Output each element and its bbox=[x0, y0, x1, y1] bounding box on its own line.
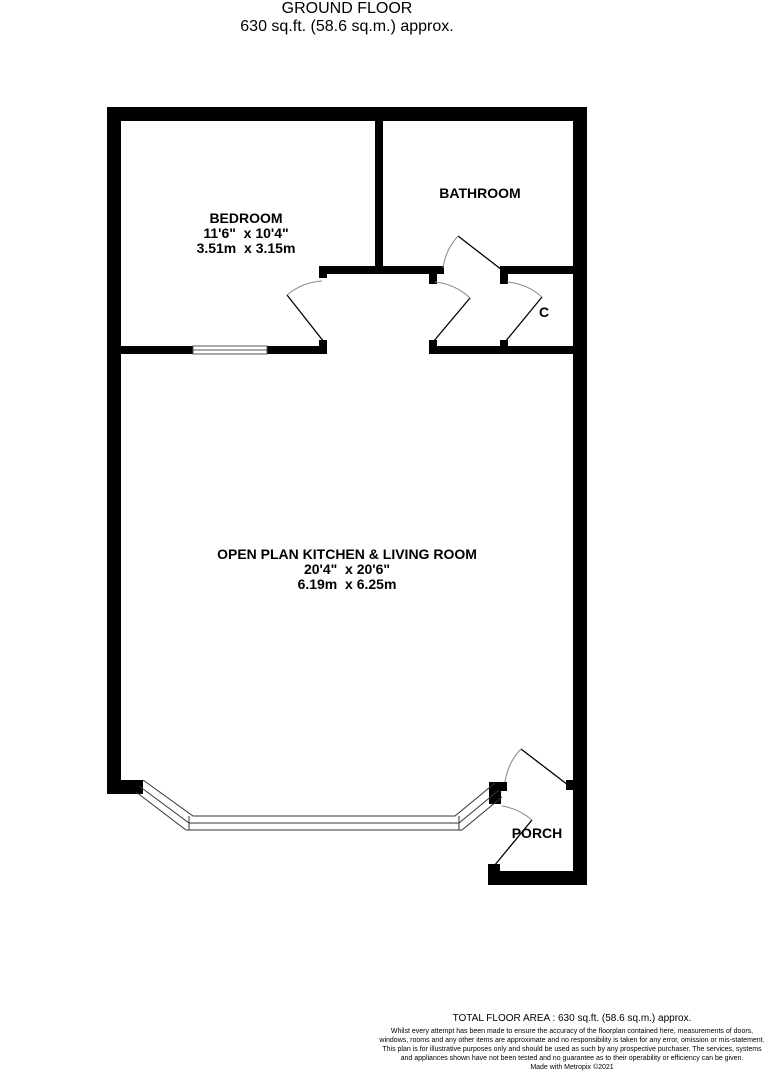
wall-bedroom-bottom-right bbox=[267, 346, 327, 354]
bedroom-door bbox=[286, 280, 325, 343]
room-name: BEDROOM bbox=[209, 210, 283, 226]
room-label-porch: PORCH bbox=[505, 826, 569, 841]
door-jamb bbox=[495, 782, 507, 791]
door-jamb bbox=[319, 266, 327, 278]
wall-bottom-left-stub bbox=[107, 780, 143, 794]
room-label-kitchen-living: OPEN PLAN KITCHEN & LIVING ROOM 20'4" x … bbox=[187, 547, 507, 592]
footer: TOTAL FLOOR AREA : 630 sq.ft. (58.6 sq.m… bbox=[372, 1012, 771, 1072]
door-jamb bbox=[500, 266, 508, 284]
wall-bathroom-bottom bbox=[319, 266, 444, 274]
bedroom-window bbox=[192, 345, 268, 355]
floor-name: GROUND FLOOR bbox=[281, 0, 413, 17]
wall-right bbox=[573, 107, 587, 885]
door-jamb bbox=[429, 274, 437, 284]
outer-walls bbox=[107, 107, 587, 885]
room-name: OPEN PLAN KITCHEN & LIVING ROOM bbox=[217, 546, 477, 562]
doors bbox=[286, 235, 569, 867]
wall-bedroom-bathroom-divider bbox=[375, 107, 383, 270]
room-name: BATHROOM bbox=[439, 185, 521, 201]
porch-inner-door bbox=[504, 748, 569, 786]
interior-walls bbox=[121, 107, 580, 804]
wall-left bbox=[107, 107, 121, 794]
bathroom-door bbox=[442, 235, 503, 271]
room-dimensions-imperial: 20'4" x 20'6" bbox=[303, 561, 391, 577]
cupboard-door bbox=[504, 281, 543, 343]
living-room-door bbox=[432, 281, 471, 343]
bay-window bbox=[135, 779, 503, 831]
door-jamb bbox=[566, 780, 576, 790]
wall-bedroom-bottom-left bbox=[121, 346, 193, 354]
floor-area: 630 sq.ft. (58.6 sq.m.) approx. bbox=[240, 18, 454, 35]
disclaimer-text: Whilst every attempt has been made to en… bbox=[379, 1028, 765, 1062]
room-dimensions-metric: 3.51m x 3.15m bbox=[196, 240, 296, 256]
room-dimensions-imperial: 11'6" x 10'4" bbox=[203, 225, 289, 241]
door-jamb bbox=[319, 340, 327, 354]
room-label-cupboard: C bbox=[536, 305, 552, 320]
credit-text: Made with Metropix ©2021 bbox=[530, 1064, 614, 1071]
porch-front-door bbox=[493, 805, 533, 867]
room-label-bathroom: BATHROOM bbox=[420, 186, 540, 201]
door-jamb bbox=[429, 340, 437, 354]
room-name: C bbox=[538, 304, 550, 320]
wall-porch-bottom bbox=[488, 871, 587, 885]
wall-porch-left-stub bbox=[488, 864, 500, 885]
room-name: PORCH bbox=[511, 825, 563, 841]
room-label-bedroom: BEDROOM 11'6" x 10'4" 3.51m x 3.15m bbox=[166, 211, 326, 256]
total-floor-area: TOTAL FLOOR AREA : 630 sq.ft. (58.6 sq.m… bbox=[452, 1013, 692, 1024]
windows bbox=[135, 345, 503, 831]
wall-cupboard-top bbox=[500, 266, 580, 274]
room-dimensions-metric: 6.19m x 6.25m bbox=[297, 576, 397, 592]
floor-header: GROUND FLOOR 630 sq.ft. (58.6 sq.m.) app… bbox=[0, 0, 694, 36]
wall-top bbox=[107, 107, 587, 121]
door-jamb bbox=[500, 340, 508, 354]
